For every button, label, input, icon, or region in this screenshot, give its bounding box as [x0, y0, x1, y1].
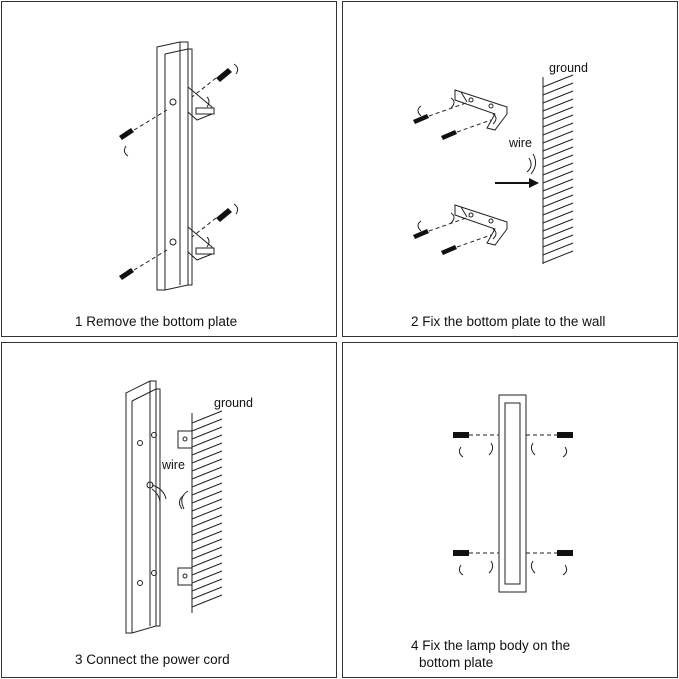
step-3-panel: ground wire 3 Connect the power cord	[1, 342, 337, 678]
lamp-body	[498, 394, 527, 593]
wall-hatch-line	[542, 186, 574, 200]
lamp-body	[125, 380, 167, 634]
wire-label: wire	[161, 458, 185, 472]
wall-hatch-line	[542, 98, 574, 112]
wall-hatch-line	[191, 426, 223, 440]
wall-hatch-line	[542, 170, 574, 184]
bottom-plate-bracket-bottom	[177, 567, 193, 586]
wall-hatch-line	[542, 106, 574, 120]
wall-hatch-line	[191, 594, 223, 608]
screwdriver-icon	[119, 63, 239, 280]
wall-hatch-line	[191, 410, 223, 424]
wall-hatch-line	[191, 434, 223, 448]
wall-hatch-line	[542, 218, 574, 232]
wall-hatch-line	[542, 146, 574, 160]
wall-hatch-line	[191, 482, 223, 496]
wall-hatch-line	[542, 90, 574, 104]
wall-hatch-line	[191, 554, 223, 568]
wall-hatch-line	[542, 234, 574, 248]
step-1-illustration	[119, 41, 239, 291]
wall-hatch-line	[542, 154, 574, 168]
bottom-plate-bracket-bottom	[454, 204, 508, 246]
bottom-plate-bracket-top	[187, 86, 215, 121]
bottom-plate-bracket-top	[454, 89, 508, 131]
bottom-plate-bracket-bottom	[187, 226, 215, 261]
wall-hatch-line	[191, 458, 223, 472]
wire-label: wire	[508, 136, 532, 150]
ground-label: ground	[214, 396, 253, 410]
wall-hatch-line	[191, 522, 223, 536]
wall-hatch-line	[191, 506, 223, 520]
wall-hatch-line	[191, 578, 223, 592]
lamp-body	[156, 41, 193, 291]
step-2-illustration: ground wire	[413, 61, 588, 264]
wall-hatch-line	[542, 82, 574, 96]
bottom-plate-bracket-top	[177, 430, 193, 449]
screwdriver-icon	[413, 97, 497, 255]
wall-hatch-line	[191, 562, 223, 576]
wall-hatch-line	[542, 162, 574, 176]
step-3-illustration: ground wire	[125, 380, 253, 634]
wall-hatch-line	[542, 74, 574, 88]
wall-hatch-line	[542, 122, 574, 136]
wall-hatch-line	[191, 442, 223, 456]
wall-hatch-line	[542, 194, 574, 208]
wall-hatch-line	[542, 114, 574, 128]
step-4-illustration	[453, 394, 573, 593]
wall-hatch-line	[542, 226, 574, 240]
step-4-caption-line2: bottom plate	[419, 655, 494, 670]
step-1-caption: 1 Remove the bottom plate	[75, 314, 238, 329]
wall-hatch-line	[542, 130, 574, 144]
wall-hatch-line	[191, 514, 223, 528]
wall-hatch-line	[191, 570, 223, 584]
wall-hatch-line	[542, 242, 574, 256]
wall-hatch-line	[191, 530, 223, 544]
wall-hatch-line	[191, 466, 223, 480]
wall-hatch-line	[191, 418, 223, 432]
wall-hatch-icon	[542, 74, 574, 264]
step-3-caption: 3 Connect the power cord	[75, 652, 230, 667]
wall-hatch-line	[191, 538, 223, 552]
step-4-panel: 4 Fix the lamp body on the bottom plate	[342, 342, 678, 678]
step-4-caption-line1: 4 Fix the lamp body on the	[411, 638, 571, 653]
screwdriver-icon	[453, 432, 573, 576]
wall-hatch-line	[542, 178, 574, 192]
wall-hatch-line	[191, 450, 223, 464]
step-2-caption: 2 Fix the bottom plate to the wall	[411, 314, 606, 329]
wall-hatch-line	[542, 210, 574, 224]
wall-hatch-line	[191, 498, 223, 512]
arrow-right-icon	[495, 178, 539, 188]
ground-label: ground	[549, 61, 588, 75]
wall-hatch-line	[542, 250, 574, 264]
step-2-panel: ground wire 2 Fix the bottom plate to	[342, 1, 678, 337]
wall-hatch-icon	[191, 410, 223, 613]
wall-hatch-line	[191, 490, 223, 504]
wall-hatch-line	[191, 586, 223, 600]
wall-hatch-line	[542, 202, 574, 216]
wall-hatch-line	[542, 138, 574, 152]
wall-hatch-line	[191, 474, 223, 488]
wall-hatch-line	[191, 546, 223, 560]
step-1-panel: 1 Remove the bottom plate	[1, 1, 337, 337]
